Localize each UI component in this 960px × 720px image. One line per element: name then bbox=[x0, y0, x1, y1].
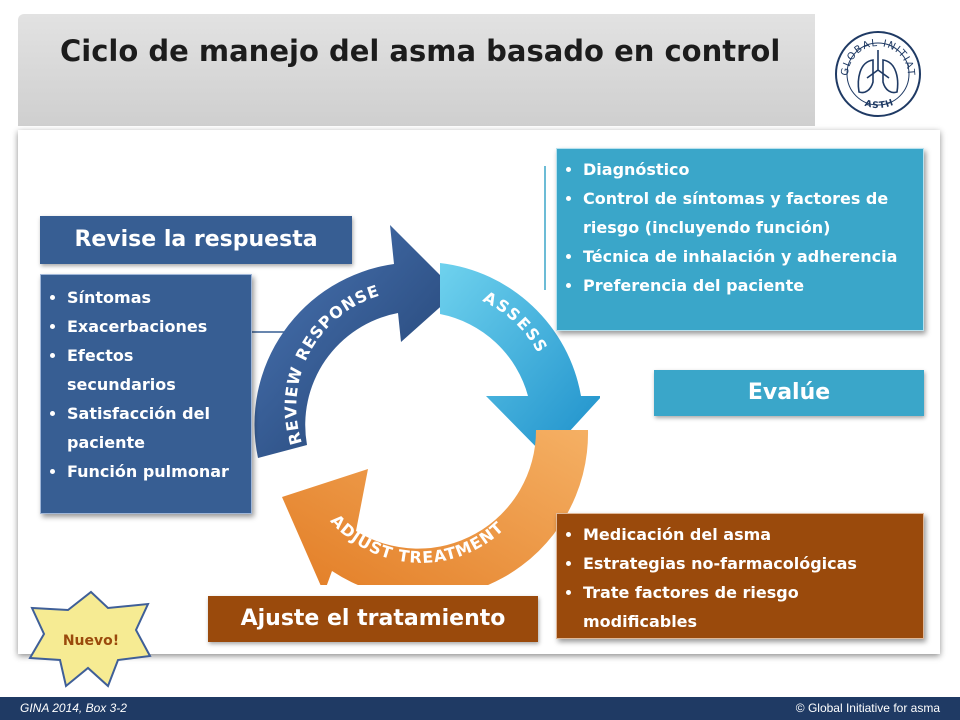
adjust-item: Estrategias no-farmacológicas bbox=[583, 549, 913, 578]
adjust-item: Trate factores de riesgo modificables bbox=[583, 578, 913, 636]
page-title: Ciclo de manejo del asma basado en contr… bbox=[60, 34, 781, 68]
review-item: Efectos secundarios bbox=[67, 341, 245, 399]
review-items-list: SíntomasExacerbacionesEfectos secundario… bbox=[41, 283, 245, 486]
adjust-label: Ajuste el tratamiento bbox=[208, 596, 538, 642]
adjust-treatment-arrow bbox=[282, 430, 589, 585]
lungs-icon bbox=[857, 50, 899, 94]
assess-item: Técnica de inhalación y adherencia bbox=[583, 242, 913, 271]
assess-arrow bbox=[440, 263, 600, 457]
nuevo-badge: Nuevo! bbox=[28, 590, 152, 688]
assess-item: Diagnóstico bbox=[583, 155, 913, 184]
management-cycle-diagram: REVIEW RESPONSE ASSESS ADJUST TREATMENT bbox=[254, 225, 600, 585]
adjust-items-list: Medicación del asmaEstrategias no-farmac… bbox=[557, 520, 913, 636]
assess-item: Control de síntomas y factores de riesgo… bbox=[583, 184, 913, 242]
title-band bbox=[18, 14, 940, 126]
review-items-box: SíntomasExacerbacionesEfectos secundario… bbox=[40, 274, 252, 514]
assess-items-box: DiagnósticoControl de síntomas y factore… bbox=[556, 148, 924, 331]
review-response-arrow bbox=[254, 225, 457, 458]
review-label: Revise la respuesta bbox=[40, 216, 352, 264]
assess-label: Evalúe bbox=[654, 370, 924, 416]
adjust-item: Medicación del asma bbox=[583, 520, 913, 549]
footer-bar: GINA 2014, Box 3-2 © Global Initiative f… bbox=[0, 697, 960, 720]
assess-item: Preferencia del paciente bbox=[583, 271, 913, 300]
adjust-items-box: Medicación del asmaEstrategias no-farmac… bbox=[556, 513, 924, 639]
review-item: Función pulmonar bbox=[67, 457, 245, 486]
assess-items-list: DiagnósticoControl de síntomas y factore… bbox=[557, 155, 913, 300]
nuevo-badge-text: Nuevo! bbox=[63, 633, 119, 649]
footer-source: GINA 2014, Box 3-2 bbox=[20, 701, 127, 715]
starburst-icon bbox=[28, 590, 152, 688]
footer-copyright: © Global Initiative for asma bbox=[795, 701, 940, 715]
review-item: Síntomas bbox=[67, 283, 245, 312]
gina-logo: GLOBAL INITIATIVE FOR ASTHMA bbox=[810, 6, 940, 126]
review-item: Exacerbaciones bbox=[67, 312, 245, 341]
review-item: Satisfacción del paciente bbox=[67, 399, 245, 457]
